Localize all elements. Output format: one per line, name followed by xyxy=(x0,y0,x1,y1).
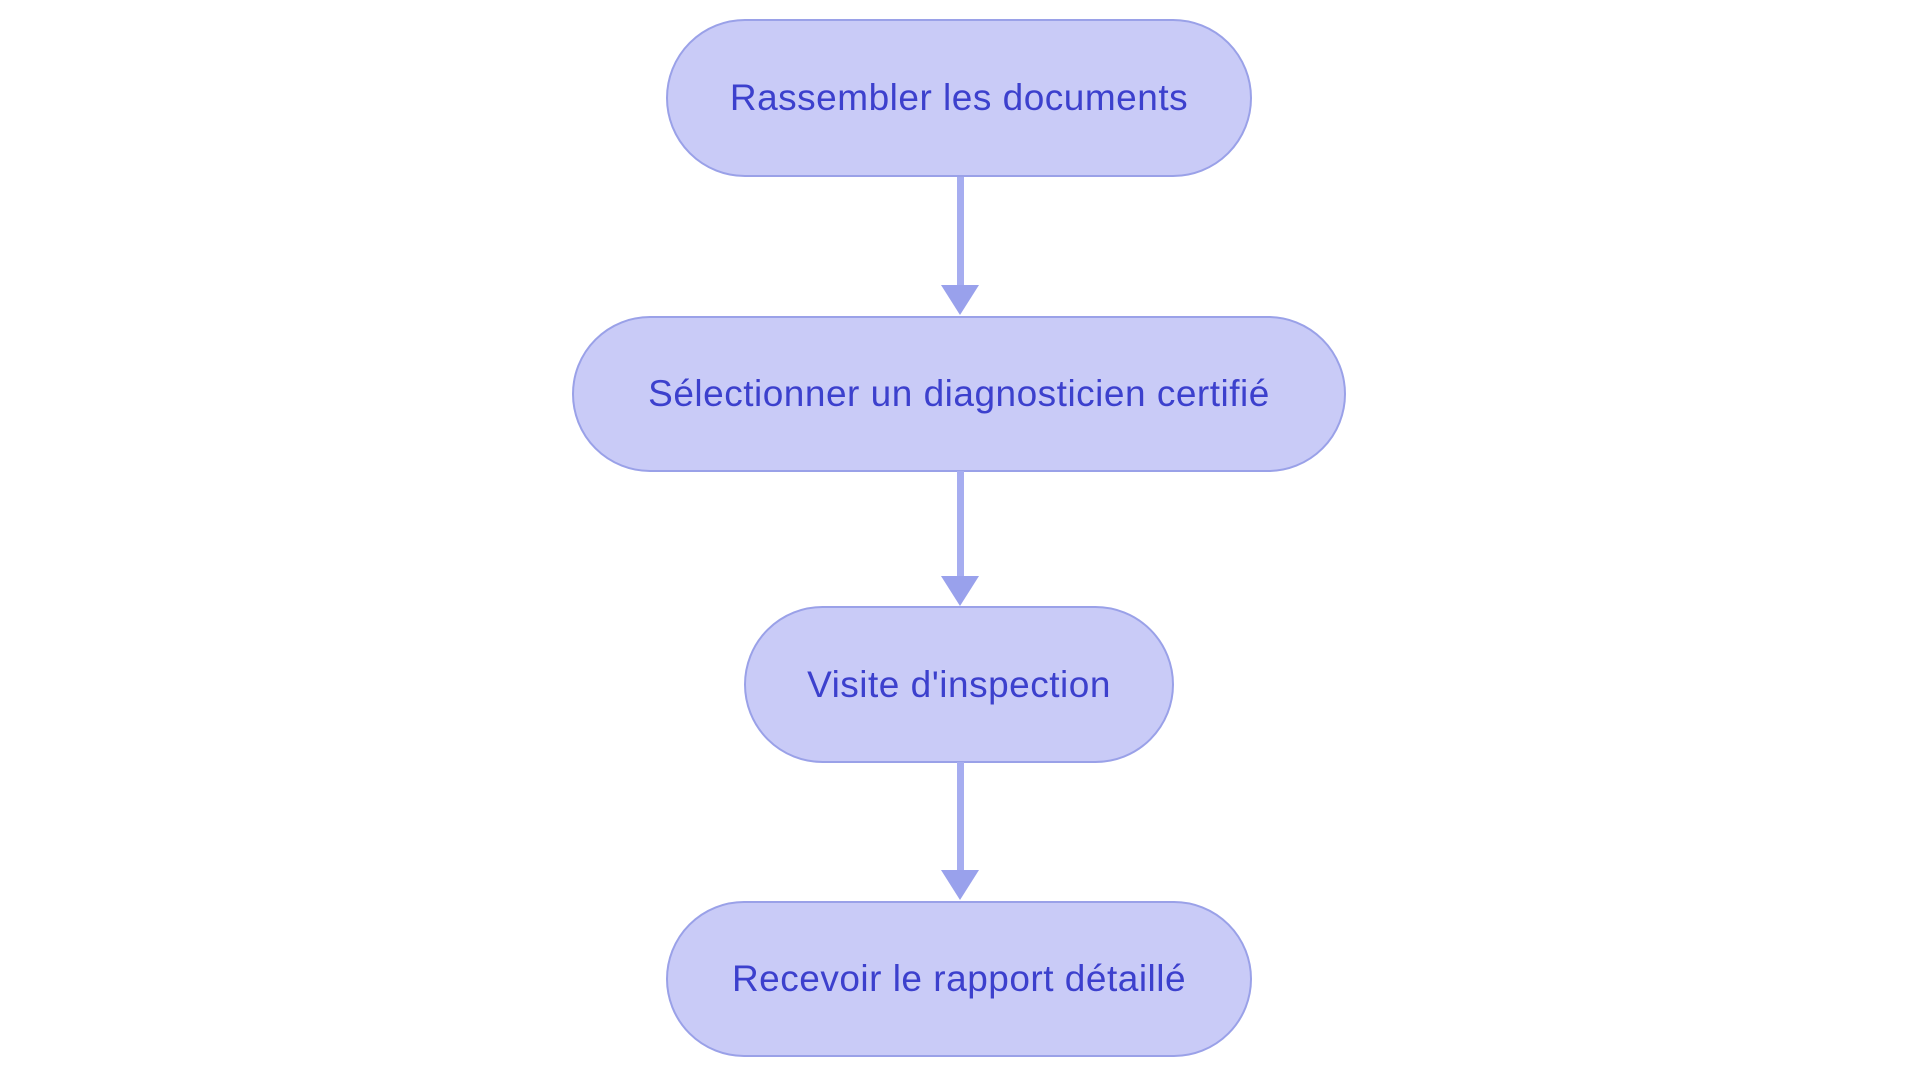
flow-node-recevoir-rapport: Recevoir le rapport détaillé xyxy=(666,901,1252,1057)
arrow-head-icon xyxy=(941,285,979,315)
arrow-step1-to-step2 xyxy=(941,177,979,315)
arrow-stem xyxy=(956,177,964,285)
flow-node-label: Rassembler les documents xyxy=(729,77,1189,118)
flow-node-rassembler-les-documents: Rassembler les documents xyxy=(666,19,1252,177)
flow-node-label: Sélectionner un diagnosticien certifié xyxy=(648,373,1270,414)
flow-node-label: Recevoir le rapport détaillé xyxy=(731,958,1187,999)
arrow-step2-to-step3 xyxy=(941,471,979,606)
flow-node-label: Visite d'inspection xyxy=(807,663,1111,705)
arrow-step3-to-step4 xyxy=(941,762,979,900)
arrow-stem xyxy=(956,762,964,870)
arrow-head-icon xyxy=(941,870,979,900)
arrow-stem xyxy=(956,471,964,576)
arrow-head-icon xyxy=(941,576,979,606)
flow-node-selectionner-diagnosticien: Sélectionner un diagnosticien certifié xyxy=(572,316,1346,472)
flow-node-visite-inspection: Visite d'inspection xyxy=(744,606,1174,763)
